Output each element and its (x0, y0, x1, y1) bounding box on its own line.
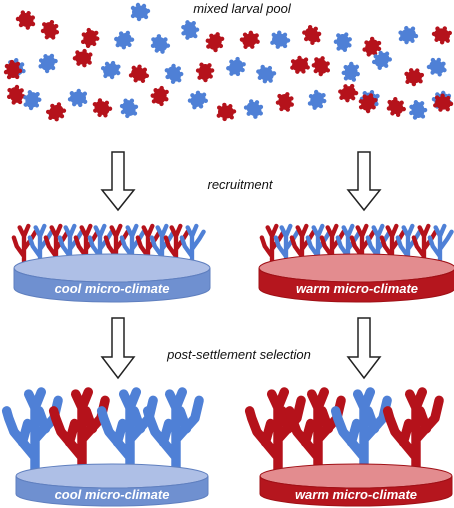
cool-selection-group: cool micro-climate (7, 392, 209, 507)
warm-plate-side (258, 267, 454, 303)
blue-larva (67, 88, 88, 108)
red-larva (6, 84, 26, 105)
warm-plate-label-2: warm micro-climate (295, 487, 417, 502)
blue-larva (114, 30, 135, 50)
blue-larva (130, 2, 151, 22)
cool-recruitment-group: cool micro-climate (13, 226, 211, 303)
blue-larva (371, 50, 392, 70)
red-larva (92, 98, 113, 118)
red-larva (195, 62, 215, 83)
red-larva (72, 48, 93, 68)
red-larva (338, 83, 359, 103)
warm-survivors (250, 392, 439, 476)
red-larva (386, 97, 406, 117)
arrow-down-right-2 (346, 317, 382, 380)
recruitment-label: recruitment (207, 177, 273, 192)
blue-larva (270, 30, 291, 49)
blue-larva (119, 98, 139, 119)
selection-label: post-settlement selection (167, 347, 311, 362)
red-larva (3, 59, 23, 80)
blue-larva (100, 60, 121, 80)
red-larva (80, 27, 100, 49)
red-larva (404, 68, 425, 87)
blue-coral (102, 392, 153, 476)
red-larva (45, 102, 67, 122)
red-larva (431, 26, 452, 45)
blue-larva (23, 90, 42, 111)
blue-larva (333, 32, 352, 53)
red-larva (302, 24, 322, 45)
red-larva (239, 30, 260, 49)
red-larva (358, 93, 378, 114)
red-coral (388, 392, 439, 476)
red-larva (275, 92, 294, 112)
larval-pool (3, 2, 454, 122)
cool-plate-side (13, 267, 211, 303)
arrow-down-right-1 (346, 151, 382, 212)
blue-larva (398, 25, 419, 45)
warm-selection-group: warm micro-climate (250, 392, 453, 507)
blue-larva (181, 20, 200, 40)
blue-larva (243, 99, 264, 119)
warm-recruitment-group: warm micro-climate (258, 226, 454, 303)
warm-plate-label-1: warm micro-climate (296, 281, 418, 296)
blue-larva (426, 57, 447, 77)
red-larva (216, 102, 237, 122)
blue-larva (226, 56, 246, 77)
blue-larva (341, 61, 360, 82)
red-larva (362, 36, 382, 57)
cool-plate-label-2: cool micro-climate (55, 487, 170, 502)
blue-larva (187, 90, 208, 110)
red-larva (433, 93, 454, 112)
red-larva (150, 85, 169, 107)
blue-larva (150, 34, 171, 54)
blue-larva (307, 89, 327, 110)
red-larva (15, 10, 36, 30)
cool-plate-side-2 (15, 475, 209, 507)
arrow-down-left-2 (100, 317, 136, 380)
red-larva (290, 55, 310, 74)
blue-coral (7, 392, 58, 476)
cool-plate-label-1: cool micro-climate (55, 281, 170, 296)
blue-larva (164, 63, 184, 84)
red-larva (311, 56, 331, 77)
larval-pool-label: mixed larval pool (193, 1, 291, 16)
warm-plate-side-2 (259, 475, 453, 507)
blue-larva (409, 100, 428, 120)
cool-survivors (7, 392, 199, 476)
arrow-down-left-1 (100, 151, 136, 212)
blue-larva (256, 64, 277, 84)
red-larva (128, 64, 150, 83)
red-larva (40, 19, 60, 40)
red-larva (205, 32, 225, 53)
blue-larva (38, 53, 58, 74)
